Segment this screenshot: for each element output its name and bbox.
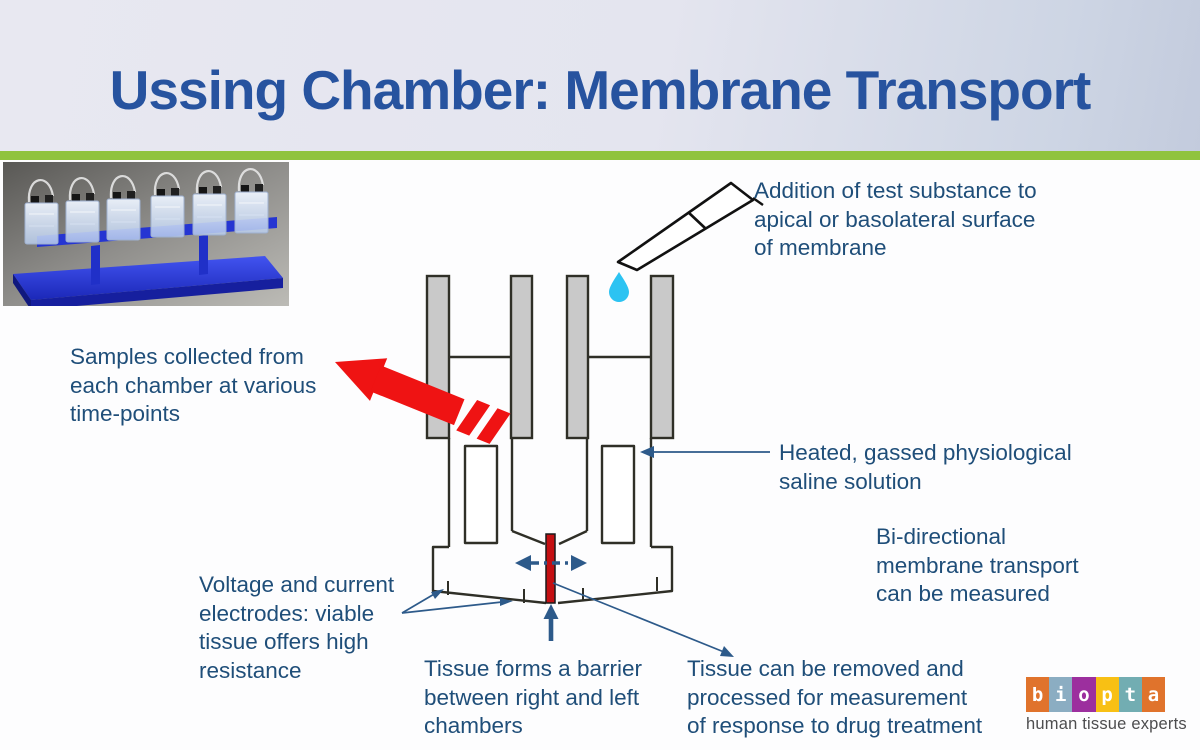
green-divider — [0, 151, 1200, 160]
pipette-icon — [616, 181, 764, 272]
electrode-leader-lines — [401, 589, 513, 614]
logo-tagline: human tissue experts — [1026, 715, 1187, 733]
saline-leader-line — [640, 446, 770, 458]
annotation-bidirectional: Bi-directional membrane transport can be… — [876, 524, 1079, 606]
annotation-tissue-barrier: Tissue forms a barrier between right and… — [424, 656, 642, 738]
logo-tile-o: o — [1072, 677, 1096, 712]
logo-tile-a: a — [1141, 677, 1166, 712]
bidirectional-arrow-icon — [515, 555, 587, 571]
logo-tile-i: i — [1049, 677, 1073, 712]
annotation-addition: Addition of test substance to apical or … — [754, 178, 1037, 260]
logo-tile-t: t — [1118, 677, 1142, 712]
apparatus-photo — [3, 162, 289, 306]
annotation-electrodes: Voltage and current electrodes: viable t… — [199, 572, 395, 683]
droplet-icon — [609, 272, 629, 302]
photo-posts — [91, 235, 208, 285]
biopta-logo-tiles: b i o p t a — [1026, 677, 1186, 712]
tissue-membrane — [545, 533, 556, 604]
photo-base-plate — [13, 256, 283, 306]
annotation-saline: Heated, gassed physiological saline solu… — [779, 440, 1072, 494]
logo-tile-p: p — [1095, 677, 1119, 712]
photo-chambers — [24, 167, 269, 245]
page-title: Ussing Chamber: Membrane Transport — [109, 59, 1092, 121]
tissue-up-arrow-icon — [543, 604, 559, 641]
ussing-chamber-diagram — [425, 274, 675, 605]
samples-red-arrow-icon — [335, 358, 511, 444]
slide-header — [0, 0, 1200, 152]
annotation-tissue-removed: Tissue can be removed and processed for … — [687, 656, 983, 738]
chamber-body-outline — [431, 355, 674, 605]
biopta-logo: b i o p t a human tissue experts — [1026, 677, 1187, 734]
annotation-samples: Samples collected from each chamber at v… — [70, 344, 317, 426]
tissue-removed-leader-line — [552, 582, 734, 657]
electrode-ticks — [447, 577, 658, 603]
logo-tile-b: b — [1026, 677, 1050, 712]
